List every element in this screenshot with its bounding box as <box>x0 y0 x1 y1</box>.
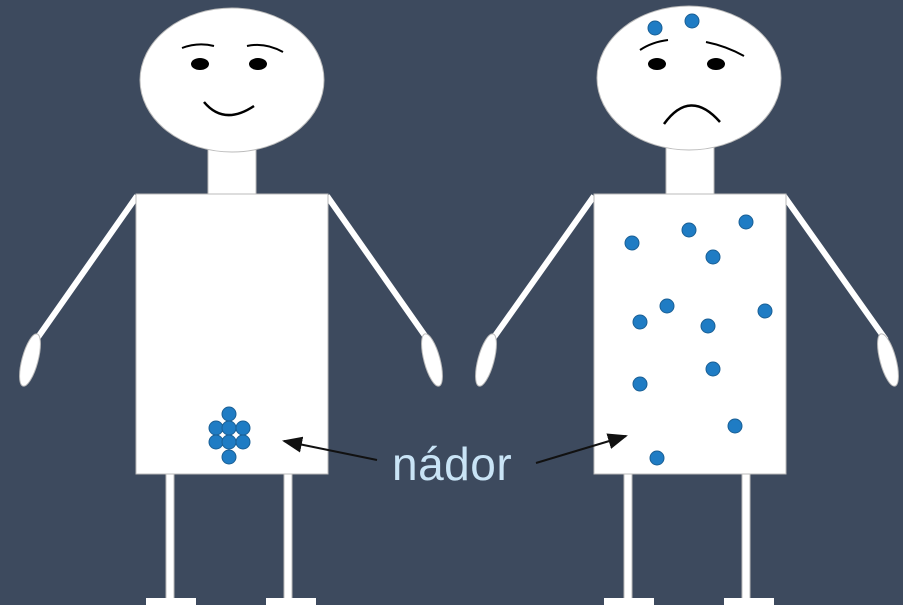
right-leg <box>741 469 751 605</box>
right-eyebrow <box>246 43 284 53</box>
head <box>596 5 782 151</box>
arrow-icon <box>282 436 378 461</box>
right-hand <box>877 333 899 387</box>
right-eye <box>707 58 725 70</box>
right-arm <box>781 194 889 342</box>
tumor-cell-icon <box>208 406 251 465</box>
healthy-person <box>19 7 443 605</box>
right-foot <box>724 598 774 605</box>
left-arm <box>489 194 597 342</box>
right-leg <box>283 469 293 605</box>
left-leg <box>165 469 175 605</box>
left-eye <box>648 58 666 70</box>
left-hand <box>475 333 497 387</box>
right-foot <box>266 598 316 605</box>
smile <box>203 101 255 117</box>
right-eye <box>249 58 267 70</box>
head <box>139 7 325 153</box>
right-arm <box>324 194 431 342</box>
tumor-cell-icon <box>624 13 773 466</box>
left-eyebrow <box>639 39 669 51</box>
arrow-icon <box>535 433 628 464</box>
left-eye <box>191 58 209 70</box>
sick-person <box>475 5 899 605</box>
left-leg <box>623 469 633 605</box>
left-hand <box>19 333 41 387</box>
left-foot <box>604 598 654 605</box>
right-eyebrow <box>705 41 745 57</box>
frown <box>662 104 721 125</box>
left-eyebrow <box>181 43 215 49</box>
left-arm <box>33 194 140 342</box>
tumor-label: nádor <box>392 438 513 490</box>
left-foot <box>146 598 196 605</box>
right-hand <box>421 333 443 387</box>
